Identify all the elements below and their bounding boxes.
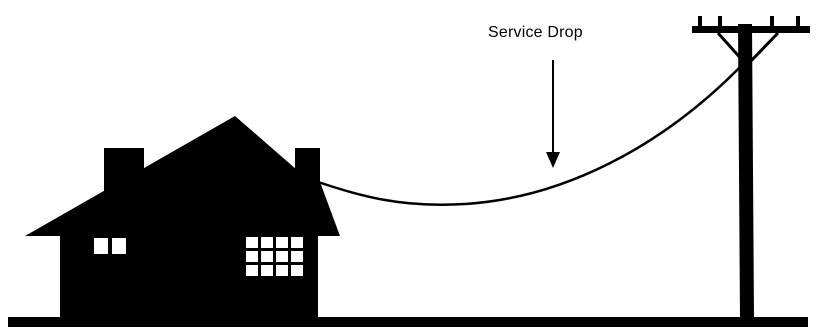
service-drop-wire bbox=[312, 62, 745, 205]
pole-insulator-2 bbox=[718, 16, 722, 27]
pole-insulator-1 bbox=[698, 16, 702, 27]
utility-pole bbox=[692, 16, 810, 318]
pole-brace-right bbox=[750, 33, 778, 62]
pole-shaft bbox=[738, 24, 754, 318]
house-silhouette bbox=[25, 116, 340, 320]
pole-insulator-4 bbox=[796, 16, 800, 27]
pole-crossarm bbox=[692, 26, 810, 33]
service-drop-label: Service Drop bbox=[488, 24, 583, 42]
pole-insulator-3 bbox=[770, 16, 774, 27]
arrow bbox=[546, 60, 560, 168]
